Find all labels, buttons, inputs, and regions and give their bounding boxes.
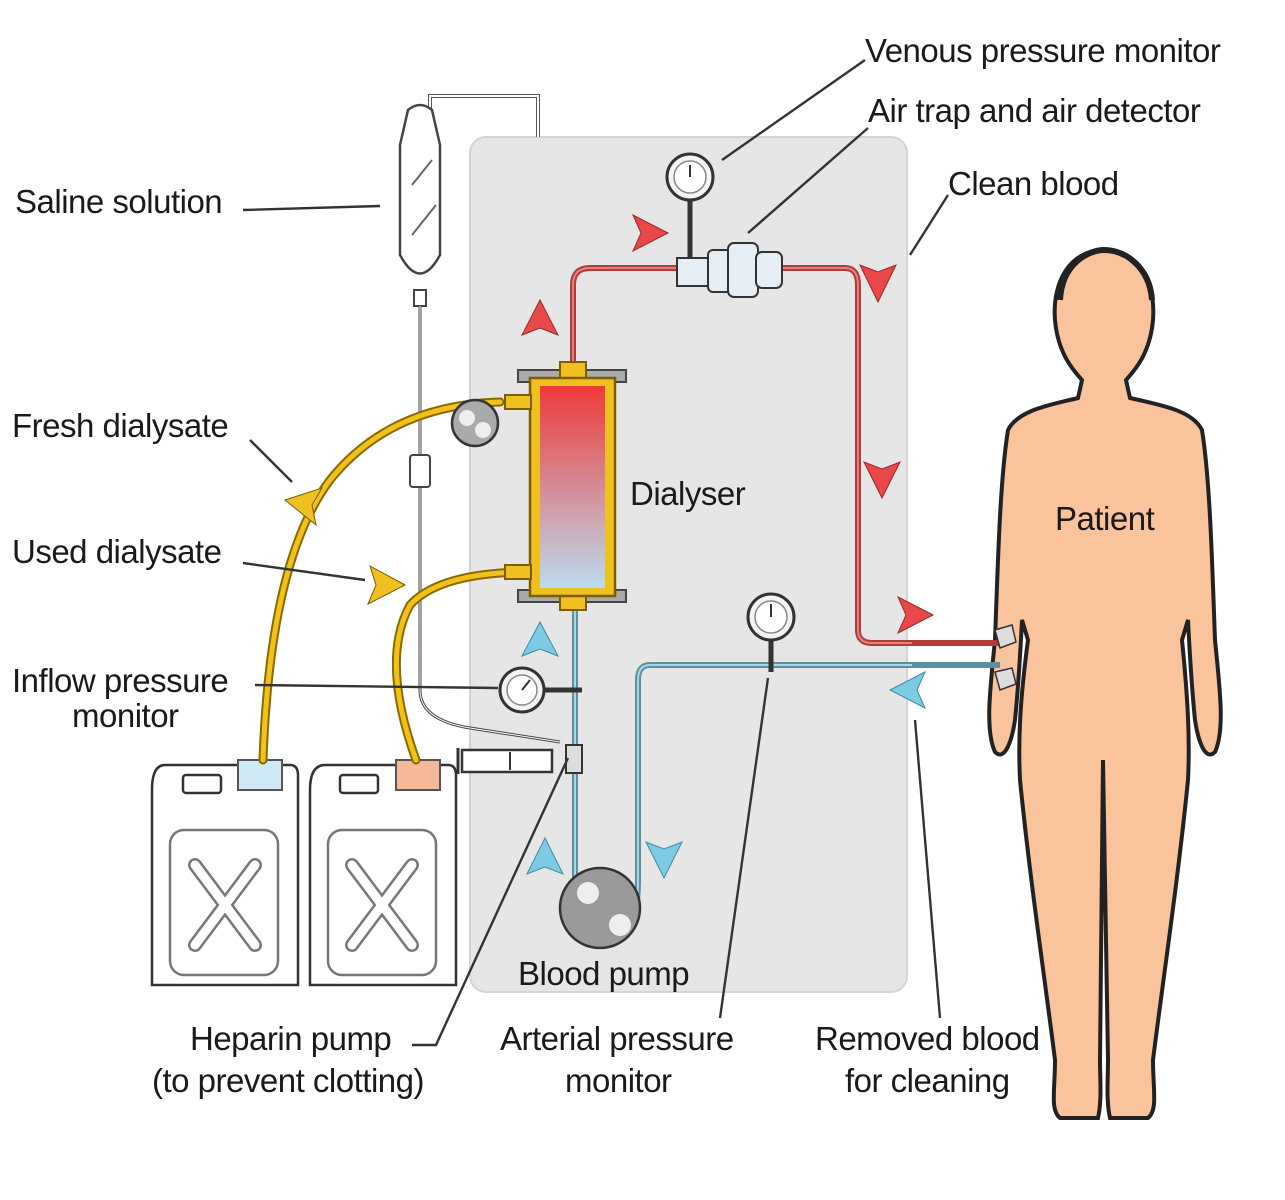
label-clean-blood: Clean blood	[948, 165, 1119, 202]
leader-lines	[242, 59, 950, 1047]
label-inflow-pressure-line2: monitor	[72, 697, 179, 734]
patient-access-tubing	[912, 624, 1017, 691]
label-fresh-dialysate: Fresh dialysate	[12, 407, 228, 444]
label-air-trap: Air trap and air detector	[868, 92, 1201, 129]
dialyser	[504, 361, 627, 611]
label-dialyser: Dialyser	[630, 475, 746, 512]
label-blood-pump: Blood pump	[518, 955, 689, 992]
venous-pressure-gauge	[665, 152, 715, 258]
heparin-syringe	[456, 744, 583, 774]
removed-blood-arrows	[520, 620, 927, 880]
label-venous-pressure-monitor: Venous pressure monitor	[865, 32, 1221, 69]
label-used-dialysate: Used dialysate	[12, 533, 221, 570]
clean-blood-tubing	[570, 265, 1000, 646]
arterial-pressure-gauge	[746, 592, 796, 672]
label-heparin-pump-line2: (to prevent clotting)	[152, 1062, 424, 1099]
label-arterial-pressure-line1: Arterial pressure	[500, 1020, 734, 1057]
label-patient: Patient	[1055, 500, 1155, 537]
saline-bag	[398, 94, 561, 744]
inflow-pressure-gauge	[498, 666, 582, 714]
dialysate-tubing	[258, 397, 535, 765]
label-arterial-pressure-line2: monitor	[565, 1062, 672, 1099]
label-removed-blood-line2: for cleaning	[845, 1062, 1010, 1099]
label-removed-blood-line1: Removed blood	[815, 1020, 1040, 1057]
used-dialysate-container	[308, 759, 458, 987]
fresh-dialysate-container	[150, 759, 300, 987]
label-saline-solution: Saline solution	[15, 183, 222, 220]
label-inflow-pressure-line1: Inflow pressure	[12, 662, 228, 699]
dialysate-pump	[450, 398, 500, 448]
machine-panel	[469, 136, 908, 993]
blood-pump	[558, 866, 642, 950]
label-heparin-pump-line1: Heparin pump	[190, 1020, 391, 1057]
dialysate-arrows	[283, 487, 407, 606]
air-trap	[676, 242, 783, 298]
clean-blood-arrows	[520, 213, 935, 635]
patient-figure	[987, 246, 1223, 1120]
